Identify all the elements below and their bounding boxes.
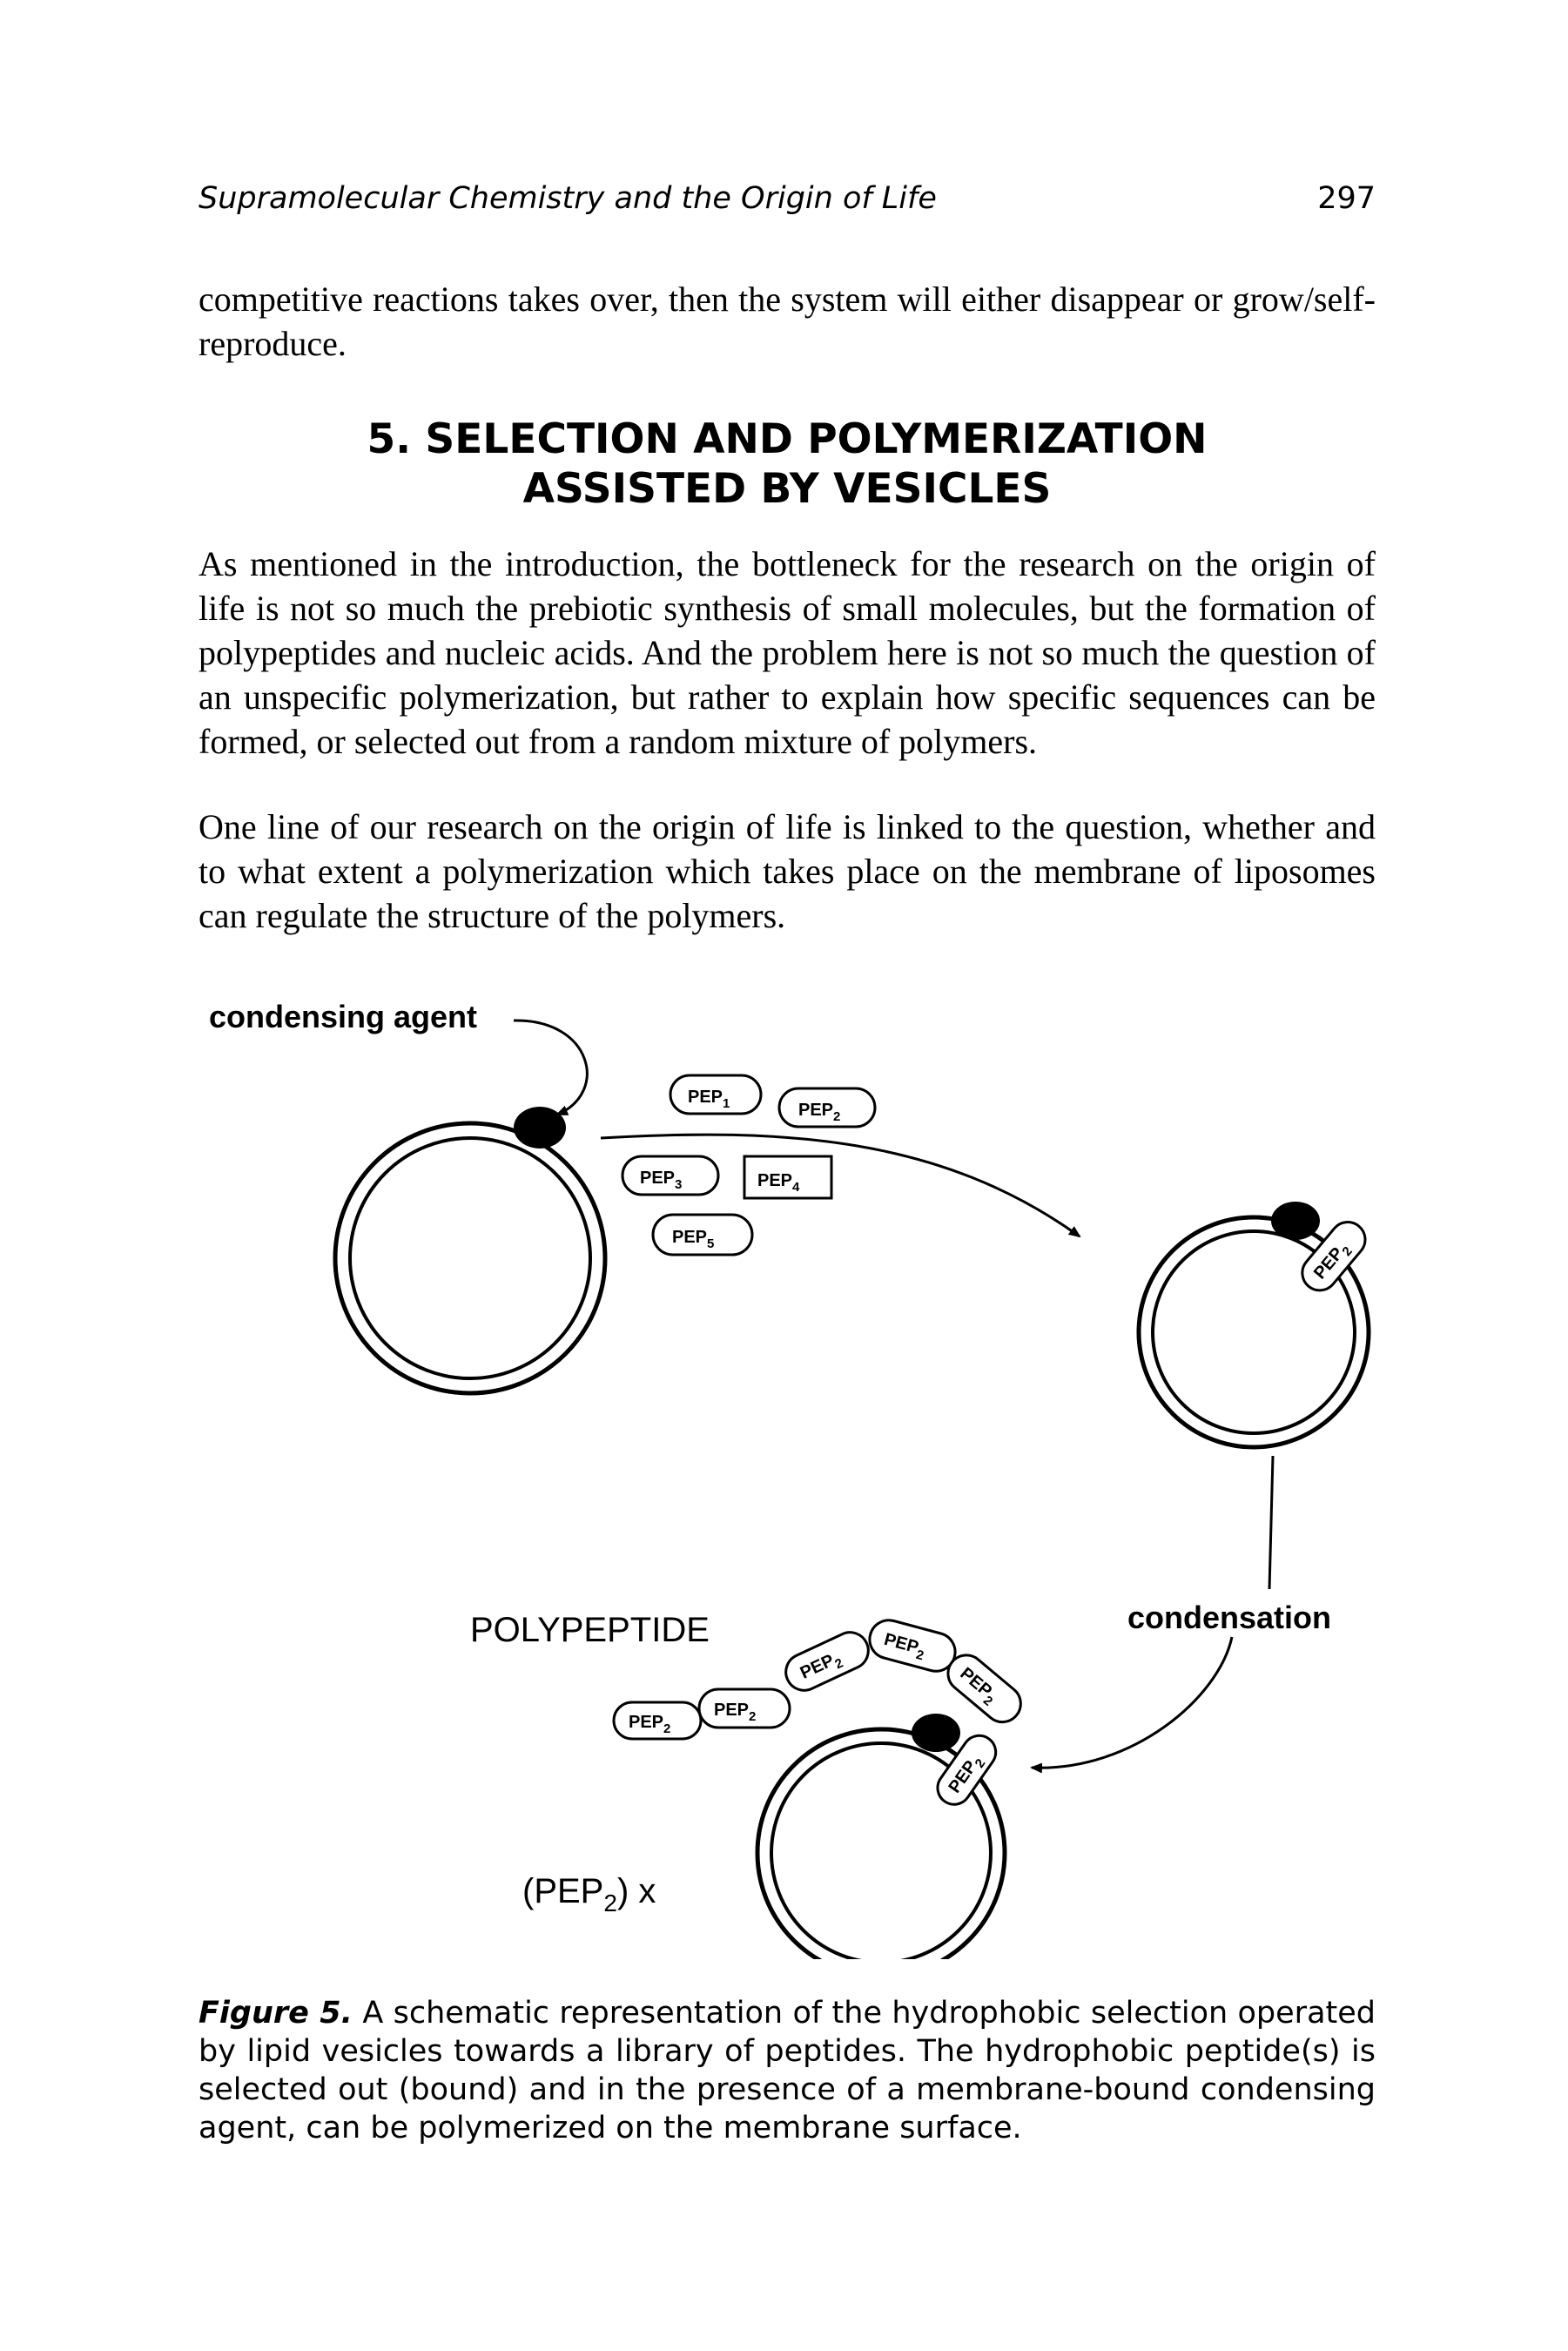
section-heading: 5. SELECTION AND POLYMERIZATION ASSISTED… — [199, 414, 1376, 514]
svg-text:PEP1: PEP1 — [688, 1088, 730, 1111]
pep2x-label: (PEP2) x — [522, 1872, 656, 1917]
chain-peptide-5: PEP2 — [946, 1654, 1022, 1724]
svg-text:PEP2: PEP2 — [629, 1713, 670, 1736]
condensing-agent-label: condensing agent — [209, 999, 477, 1034]
section-heading-line-2: ASSISTED BY VESICLES — [522, 465, 1052, 513]
condensation-label: condensation — [1127, 1600, 1331, 1635]
peptide-pep4: PEP4 — [743, 1155, 833, 1200]
svg-text:PEP4: PEP4 — [757, 1171, 800, 1195]
peptide-pep3: PEP3 — [621, 1155, 720, 1196]
page-number: 297 — [1317, 181, 1376, 216]
figure-5-diagram: condensing agent PEP1 PEP2 — [209, 999, 1371, 1959]
peptide-pep2: PEP2 — [777, 1087, 877, 1128]
svg-text:PEP2: PEP2 — [714, 1701, 756, 1724]
anchored-peptide-pep2: PEP2 — [936, 1734, 998, 1806]
condensing-agent-arrow — [513, 1019, 589, 1116]
svg-text:PEP5: PEP5 — [672, 1228, 714, 1251]
selection-arrow — [600, 1133, 1081, 1238]
figure-caption-label: Figure 5. — [199, 1996, 353, 2031]
polypeptide-chain: PEP2 PEP2 PEP2 PEP2 PEP2 — [612, 1619, 1022, 1741]
chain-peptide-4: PEP2 — [868, 1619, 957, 1673]
polypeptide-label: POLYPEPTIDE — [470, 1611, 710, 1649]
condensing-agent-blob-3 — [912, 1714, 960, 1752]
running-head-title: Supramolecular Chemistry and the Origin … — [199, 181, 937, 216]
paragraph-continuation: competitive reactions takes over, then t… — [199, 280, 1376, 363]
vesicle-initial — [333, 1107, 608, 1396]
running-head: Supramolecular Chemistry and the Origin … — [199, 181, 1376, 225]
chain-peptide-2: PEP2 — [697, 1687, 791, 1729]
condensation-arrow — [1030, 1636, 1234, 1774]
condensation-line — [1268, 1455, 1275, 1590]
svg-text:PEP2: PEP2 — [798, 1101, 840, 1124]
chain-peptide-1: PEP2 — [612, 1701, 703, 1741]
figure-5: condensing agent PEP1 PEP2 — [0, 958, 1568, 1959]
figure-caption: Figure 5. A schematic representation of … — [199, 1994, 1376, 2147]
peptide-pep5: PEP5 — [651, 1213, 754, 1256]
peptide-pep1: PEP1 — [669, 1074, 763, 1115]
section-heading-line-1: 5. SELECTION AND POLYMERIZATION — [367, 415, 1208, 463]
peptide-library: PEP1 PEP2 PEP3 PEP4 PEP5 — [621, 1074, 877, 1256]
paragraph-research-line: One line of our research on the origin o… — [199, 807, 1376, 935]
bound-peptide-pep2: PEP2 — [1301, 1221, 1367, 1292]
paragraph-intro: As mentioned in the introduction, the bo… — [199, 544, 1376, 761]
vesicle-polymerized: PEP2 — [755, 1714, 1007, 1959]
chain-peptide-3: PEP2 — [784, 1631, 870, 1692]
vesicle-bound-peptide: PEP2 — [1136, 1202, 1371, 1450]
condensing-agent-blob-2 — [1271, 1202, 1320, 1240]
svg-text:PEP3: PEP3 — [640, 1169, 682, 1192]
condensing-agent-blob — [514, 1107, 566, 1149]
figure-caption-text: A schematic representation of the hydrop… — [199, 1996, 1376, 2146]
